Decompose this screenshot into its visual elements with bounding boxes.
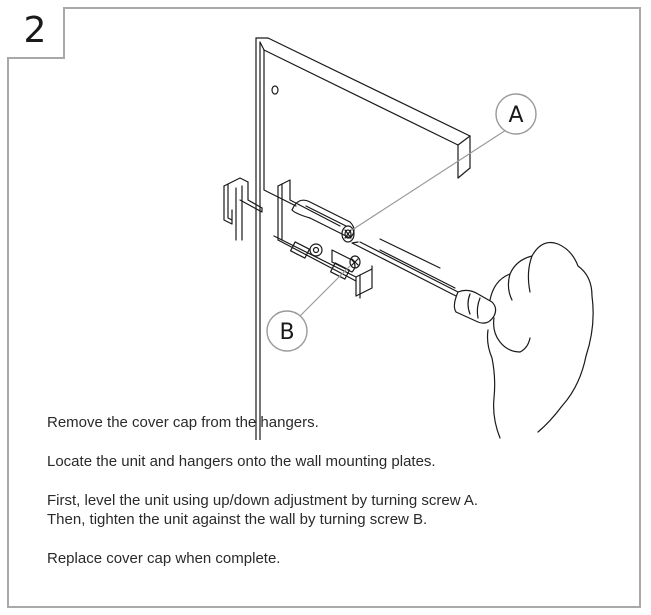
step-number-box: 2 — [7, 7, 65, 59]
screwdriver — [351, 241, 497, 324]
callout-b: B — [266, 265, 351, 352]
hand — [486, 241, 594, 439]
instruction-locate-unit: Locate the unit and hangers onto the wal… — [47, 453, 436, 470]
instructions-text: Remove the cover cap from the hangers. L… — [47, 413, 627, 588]
instruction-tighten-unit: Then, tighten the unit against the wall … — [47, 511, 428, 528]
instruction-replace-cap: Replace cover cap when complete. — [47, 550, 281, 567]
hanger-bracket — [223, 177, 373, 299]
heater-unit-panel — [255, 37, 471, 440]
step-number: 2 — [23, 10, 47, 51]
callout-b-label: B — [279, 320, 294, 345]
callout-a-label: A — [508, 103, 523, 128]
instruction-level-unit: First, level the unit using up/down adju… — [47, 492, 479, 509]
instruction-remove-cap: Remove the cover cap from the hangers. — [47, 414, 319, 431]
callout-a: A — [351, 93, 537, 231]
installation-illustration: A B — [223, 37, 594, 440]
